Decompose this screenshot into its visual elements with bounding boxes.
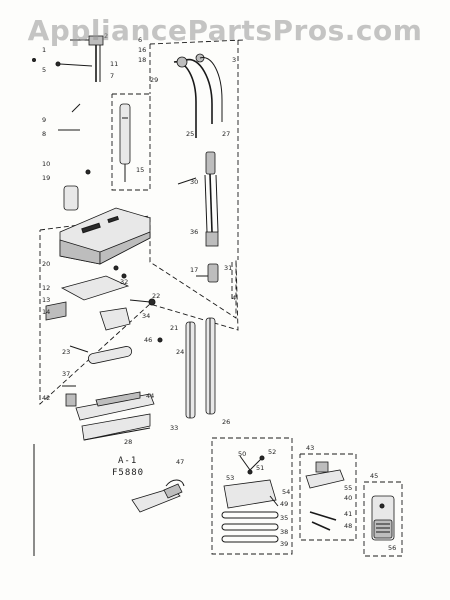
callout-49: 49 [280,500,288,508]
callout-50: 50 [238,450,246,458]
callout-43: 43 [306,444,314,452]
site-watermark: AppliancePartsPros.com [27,14,423,47]
callout-labels: 1 2 3 4 5 6 7 8 9 10 11 12 13 14 15 16 1… [42,32,396,552]
callout-26: 26 [222,418,230,426]
callout-32: 32 [120,278,128,286]
callout-41: 41 [344,510,352,518]
callout-12: 12 [42,284,50,292]
attachment-kit-2 [299,453,357,541]
handle-tube-assembly [55,35,104,175]
callout-38: 38 [280,528,288,536]
callout-39: 39 [280,540,288,548]
callout-33: 33 [170,424,178,432]
callout-3: 3 [232,56,236,64]
motor-base [45,265,163,343]
figure-ref-line2: F5880 [112,468,145,478]
callout-8: 8 [42,130,46,138]
callout-4: 4 [232,294,236,302]
callout-19: 19 [42,174,50,182]
callout-21: 21 [170,324,178,332]
floor-nozzle [131,479,185,513]
callout-52: 52 [268,448,276,456]
callout-1: 1 [42,46,46,54]
callout-51: 51 [256,464,264,472]
callout-25: 25 [186,130,194,138]
callout-5: 5 [42,66,46,74]
callout-20: 20 [42,260,50,268]
bag-housing [59,185,151,265]
callout-16: 16 [138,46,146,54]
callout-23: 23 [62,348,70,356]
callout-6: 6 [138,36,142,44]
callout-11: 11 [110,60,118,68]
callout-27: 27 [222,130,230,138]
callout-14: 14 [42,308,50,316]
callout-36: 36 [190,228,198,236]
callout-22: 22 [152,292,160,300]
inner-tube-kit [111,93,151,191]
extension-wands [185,317,216,419]
callout-24: 24 [176,348,184,356]
callout-54: 54 [282,488,290,496]
callout-47: 47 [176,458,184,466]
callout-37: 37 [62,370,70,378]
scan-edge-marks [32,58,36,556]
callout-9: 9 [42,116,46,124]
callout-29: 29 [150,76,158,84]
callout-17: 17 [190,266,198,274]
callout-15: 15 [136,166,144,174]
callout-45: 45 [370,472,378,480]
callout-18: 18 [138,56,146,64]
callout-53: 53 [226,474,234,482]
figure-ref-line1: A-1 [118,456,138,466]
attachment-kit-1 [211,437,293,555]
callout-2: 2 [104,32,108,40]
callout-55: 55 [344,484,352,492]
callout-46: 46 [144,336,152,344]
callout-56: 56 [388,544,396,552]
callout-34: 34 [142,312,150,320]
callout-28: 28 [124,438,132,446]
callout-13: 13 [42,296,50,304]
callout-30: 30 [190,178,198,186]
main-body-boundary [39,215,239,406]
callout-44: 44 [146,392,154,400]
callout-10: 10 [42,160,50,168]
dusting-brush-kit [363,481,403,557]
flexible-hose [177,151,219,283]
callout-40: 40 [344,494,352,502]
callout-42: 42 [42,394,50,402]
agitator-assembly [62,345,155,441]
callout-7: 7 [110,72,114,80]
curved-wand-assembly [149,39,245,260]
callout-35: 35 [280,514,288,522]
callout-31: 31 [224,264,232,272]
callout-48: 48 [344,522,352,530]
